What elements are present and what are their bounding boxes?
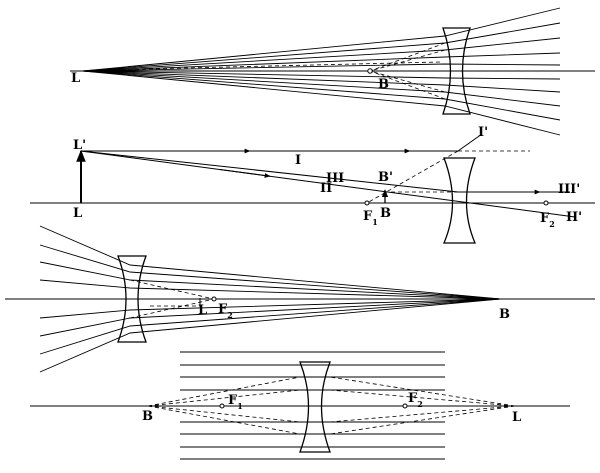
label-source-1: L	[71, 71, 80, 86]
label-focus-2: F2	[540, 211, 555, 229]
label-image-top: B'	[378, 170, 393, 185]
rays-4	[180, 351, 445, 460]
ray-2	[80, 150, 576, 218]
concave-lens-1	[442, 27, 471, 115]
label-object-top: L'	[73, 138, 86, 153]
concave-lens-2	[443, 157, 476, 244]
label-right-4: L	[512, 410, 521, 425]
label-ray-2: II	[320, 181, 332, 196]
label-image-base: B	[380, 206, 391, 221]
virtual-rays-1	[99, 42, 446, 100]
label-object-base: L	[73, 206, 82, 221]
label-ray-3: III	[326, 171, 344, 186]
diagram-1-point-source: L B	[70, 7, 595, 136]
label-left-3: L	[198, 303, 207, 318]
label-ray-1: I	[295, 153, 301, 168]
label-ray-3-out: III'	[558, 182, 580, 197]
focus-point-4b	[402, 403, 408, 409]
diagram-4-symmetric: B F1 F2 L	[30, 351, 570, 460]
label-left-4: B	[142, 409, 153, 424]
label-ray-1-out: I'	[478, 125, 488, 140]
concave-lens-3	[117, 255, 147, 343]
virtual-rays-4	[147, 376, 516, 435]
diagram-2-image-construction: L' L I II III B' B F1 F2 II' III' I'	[30, 125, 595, 244]
label-image-1: B	[378, 77, 389, 92]
focus-point-2b	[543, 200, 549, 206]
label-focus-3: F2	[218, 302, 233, 320]
label-focus-1: F1	[363, 209, 378, 227]
label-focus-4b: F2	[408, 391, 423, 409]
image-point-1	[367, 68, 373, 74]
concave-lens-4	[299, 361, 331, 453]
ray-1-out	[457, 133, 483, 152]
diagram-3-converging-beam: F2 B L	[5, 225, 595, 373]
focus-point-3	[211, 296, 217, 302]
label-ray-2-out: II'	[566, 210, 582, 225]
ray-3	[80, 150, 459, 193]
focus-point-2a	[364, 200, 370, 206]
label-focus-4a: F1	[228, 393, 243, 411]
focus-point-4a	[219, 403, 225, 409]
label-image-3: B	[499, 307, 510, 322]
